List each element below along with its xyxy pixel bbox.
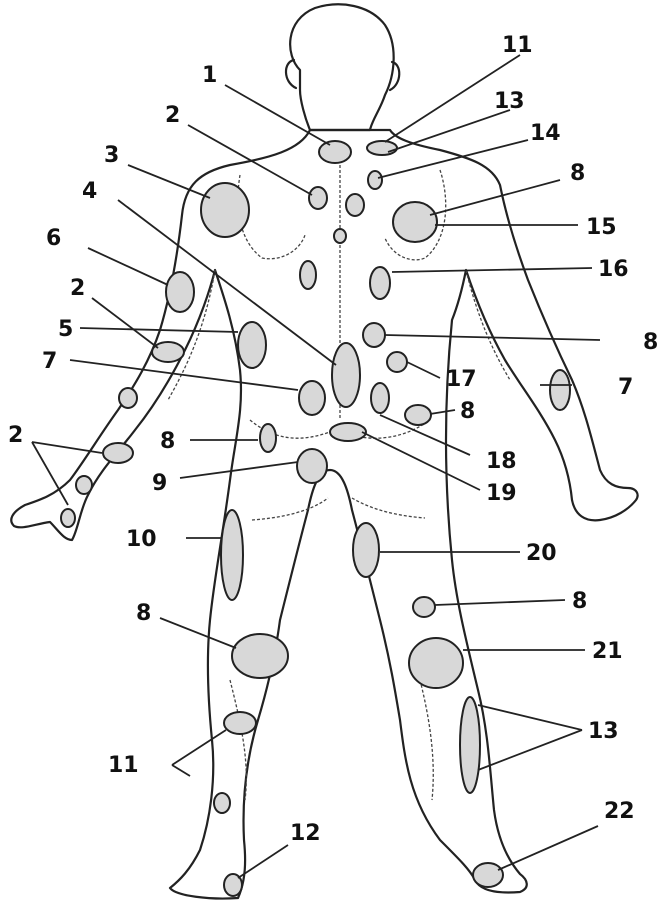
gluteal-fold-left [252,498,328,520]
label-13: 13 [494,89,525,114]
label-15: 15 [586,215,617,240]
label-6: 6 [46,226,61,251]
spot-8-thigh-right [413,597,435,617]
spot-13-calf [460,697,480,793]
label-2: 2 [8,423,23,448]
label-11: 11 [502,33,533,58]
label-5: 5 [58,317,73,342]
label-9: 9 [152,471,167,496]
label-8: 8 [570,161,585,186]
label-12: 12 [290,821,321,846]
label-18: 18 [486,449,517,474]
spot-22-heel [473,863,503,887]
label-7: 7 [618,375,633,400]
label-14: 14 [530,121,561,146]
spot-11-calf [224,712,256,734]
label-10: 10 [126,527,157,552]
label-11: 11 [108,753,139,778]
spot-8-spine-top [334,229,346,243]
label-2: 2 [165,103,180,128]
spot-2-wrist [103,443,133,463]
label-4: 4 [82,179,97,204]
spot-mid-back-left [300,261,316,289]
label-7: 7 [42,349,57,374]
torso-outline [11,130,637,899]
spot-2-elbow [152,342,184,362]
label-8: 8 [460,399,475,424]
spot-1-nape [319,141,351,163]
spot-8-buttock-left [260,424,276,452]
spot-8-back-right [363,323,385,347]
spot-21-knee [409,638,463,688]
spot-20-thigh [353,523,379,577]
spot-19-sacral [330,423,366,441]
lesion-spots [61,141,570,896]
spot-2-upper-back [309,187,327,209]
label-8: 8 [160,429,175,454]
head [290,4,394,130]
label-16: 16 [598,257,629,282]
spot-4-lumbar [332,343,360,407]
spot-6-upper-arm [166,272,194,312]
label-8: 8 [136,601,151,626]
spot-11-ankle [214,793,230,813]
label-17: 17 [446,367,477,392]
spot-17 [387,352,407,372]
spot-lumbar-right [371,383,389,413]
spot-14 [368,171,382,189]
spot-forearm-left [119,388,137,408]
label-8: 8 [572,589,587,614]
label-8: 8 [643,330,658,355]
label-22: 22 [604,799,635,824]
left-calf-line [230,680,246,800]
spot-7-forearm-right [550,370,570,410]
spot-16 [370,267,390,299]
label-3: 3 [104,143,119,168]
spot-5-flank [238,322,266,368]
spot-2-finger [61,509,75,527]
spot-10-thigh [221,510,243,600]
label-1: 1 [202,63,217,88]
label-19: 19 [486,481,517,506]
spot-8-knee-left [232,634,288,678]
label-20: 20 [526,541,557,566]
label-13: 13 [588,719,619,744]
gluteal-fold-right [352,498,425,518]
spot-11-neck [367,141,397,155]
spot-7-hip-left [299,381,325,415]
right-calf-line [420,680,433,800]
spot-8-hip-right [405,405,431,425]
label-21: 21 [592,639,623,664]
spot-3-shoulder [201,183,249,237]
spot-upper-back-mid [346,194,364,216]
spot-9-buttock [297,449,327,483]
label-2: 2 [70,276,85,301]
spot-15-scapula [393,202,437,242]
spot-2-hand [76,476,92,494]
